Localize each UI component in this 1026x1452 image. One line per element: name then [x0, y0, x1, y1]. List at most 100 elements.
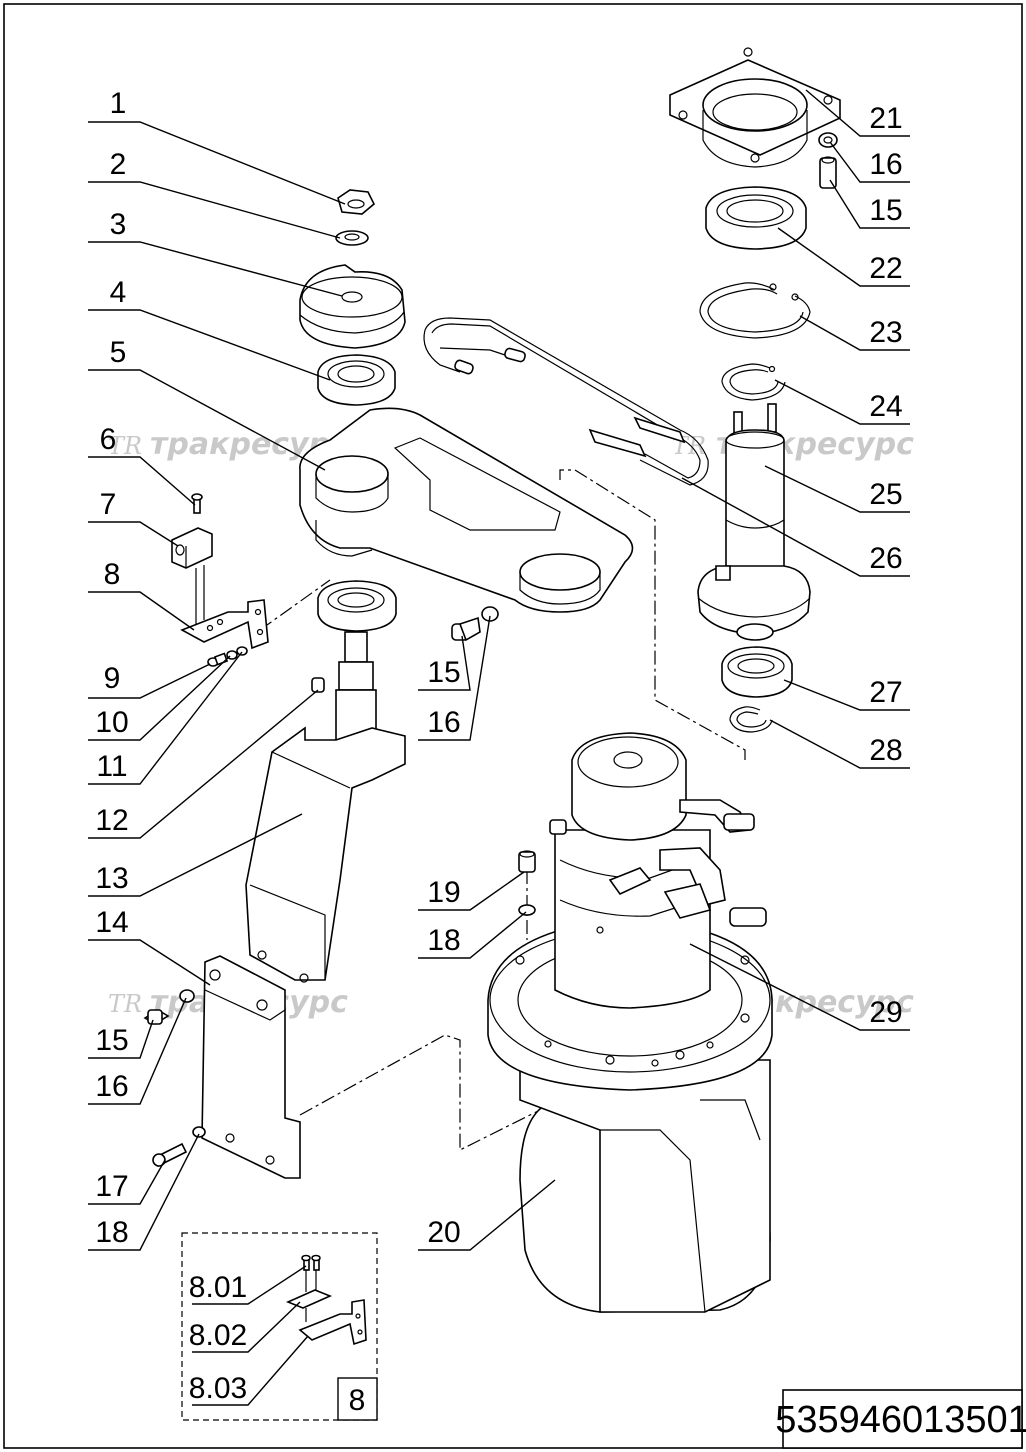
callout-2: 2 [88, 148, 341, 239]
callout-8-03: 8.03 [189, 1335, 309, 1406]
detail-box-label: 8 [349, 1384, 366, 1417]
callout-19: 19 [418, 871, 525, 911]
watermark-logo: TR [108, 990, 142, 1018]
detail-8-bracket [285, 1254, 367, 1346]
part-1-nut [337, 189, 375, 215]
callout-number: 6 [100, 423, 117, 456]
callout-number: 18 [427, 924, 460, 957]
part-15-16-fasteners-right [818, 132, 838, 189]
part-2-washer [335, 230, 369, 246]
callout-28: 28 [769, 719, 910, 769]
part-7-sensor-block [171, 527, 213, 569]
callout-number: 10 [95, 706, 128, 739]
callout-15-left: 15 [88, 1019, 154, 1059]
callout-12: 12 [88, 689, 319, 839]
part-23-circlip [699, 282, 811, 339]
watermark-right-top: TR тракресурс [672, 427, 914, 462]
callout-29: 29 [689, 943, 910, 1031]
callout-16-right: 16 [829, 141, 910, 183]
part-6-screw [191, 493, 203, 514]
callout-number: 14 [95, 906, 128, 939]
callout-10: 10 [88, 655, 231, 741]
part-5-steering-plate [299, 407, 634, 613]
drawing-frame [3, 3, 1023, 1449]
callout-number: 19 [427, 876, 460, 909]
part-18-19-screws [518, 850, 536, 916]
callout-number: 21 [869, 102, 902, 135]
part-22-bearing [705, 186, 807, 250]
callout-number: 3 [110, 208, 127, 241]
part-20-drive-unit [487, 732, 773, 1313]
watermark-logo: TR [108, 432, 142, 460]
callout-number: 15 [427, 656, 460, 689]
callout-number: 8.02 [189, 1319, 247, 1352]
part-14-cover-plate [201, 955, 301, 1179]
part-number: 535946013501 [775, 1399, 1026, 1441]
callout-number: 20 [427, 1216, 460, 1249]
callout-number: 16 [427, 706, 460, 739]
part-24-circlip [721, 363, 786, 401]
part-13-fork-bracket [245, 726, 406, 983]
callout-number: 17 [95, 1170, 128, 1203]
callout-21: 21 [805, 89, 910, 137]
callout-4: 4 [88, 276, 331, 381]
callout-18-center: 18 [418, 911, 527, 959]
callout-number: 7 [100, 488, 117, 521]
detail-box-8-tag [337, 1377, 378, 1421]
callout-number: 28 [869, 734, 902, 767]
callout-number: 5 [110, 336, 127, 369]
callout-20: 20 [418, 1179, 556, 1251]
part-9-10-11-fasteners [207, 646, 248, 667]
callout-number: 18 [95, 1216, 128, 1249]
part-25-kingpin [697, 403, 811, 641]
callout-11: 11 [88, 651, 243, 785]
callout-27: 27 [783, 676, 910, 711]
callout-13: 13 [88, 813, 303, 897]
callout-number: 2 [110, 148, 127, 181]
part-12-key [311, 677, 325, 693]
callout-15-right: 15 [829, 179, 910, 229]
callout-8-01: 8.01 [189, 1265, 307, 1305]
callout-16-center: 16 [418, 615, 491, 741]
part-shaft-bearing [317, 580, 397, 755]
part-15-16-fasteners-left [143, 989, 195, 1025]
callout-number: 15 [869, 194, 902, 227]
callout-24: 24 [774, 379, 910, 425]
part-21-mounting-flange [669, 47, 841, 168]
part-15-16-fasteners-center [451, 606, 499, 642]
callout-5: 5 [88, 336, 326, 471]
part-27-bearing [721, 646, 793, 698]
centerline-8-to-5 [259, 579, 331, 631]
callout-number: 26 [869, 542, 902, 575]
callout-number: 16 [95, 1070, 128, 1103]
callout-9: 9 [88, 662, 211, 699]
callout-number: 4 [110, 276, 127, 309]
callout-number: 27 [869, 676, 902, 709]
watermark-left-top: TR тракресурс [108, 427, 348, 462]
callout-number: 12 [95, 804, 128, 837]
callout-8: 8 [88, 558, 195, 631]
centerline-26-to-steering [559, 469, 746, 760]
callout-number: 13 [95, 862, 128, 895]
callout-3: 3 [88, 208, 343, 297]
callout-number: 24 [869, 390, 902, 423]
callout-number: 11 [96, 750, 127, 783]
callout-number: 9 [104, 662, 121, 695]
callout-number: 8.01 [189, 1271, 247, 1304]
callout-8-02: 8.02 [189, 1301, 301, 1353]
callout-22: 22 [777, 227, 910, 287]
part-3-cap [299, 264, 406, 349]
callout-14: 14 [88, 906, 211, 986]
callout-1: 1 [88, 87, 346, 205]
part-26-cable-harness [423, 317, 709, 486]
callout-number: 25 [869, 478, 902, 511]
callout-number: 1 [110, 87, 127, 120]
detail-box-8 [181, 1232, 378, 1421]
callout-number: 16 [869, 148, 902, 181]
callout-number: 8.03 [189, 1372, 247, 1405]
callout-number: 23 [869, 316, 902, 349]
callout-17: 17 [88, 1159, 166, 1205]
part-number-box [782, 1389, 1023, 1449]
callout-23: 23 [799, 315, 910, 351]
callout-number: 22 [869, 252, 902, 285]
